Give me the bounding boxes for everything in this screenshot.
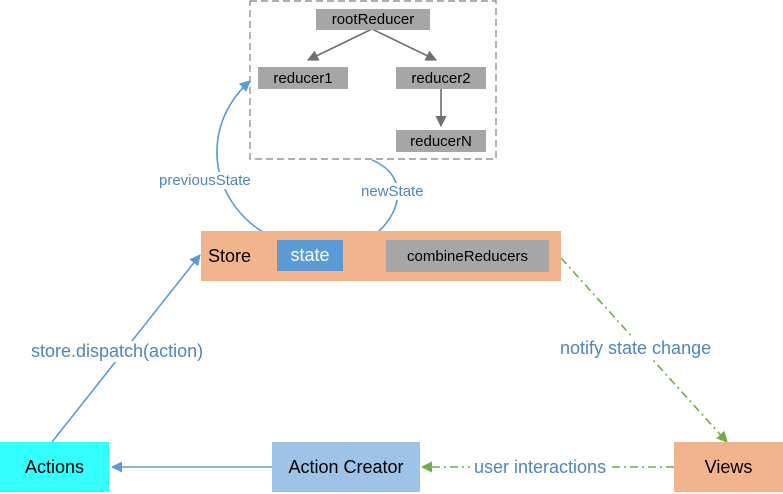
edge-root-to-reducer2	[371, 28, 438, 61]
previous-state-label: previousState	[157, 172, 253, 189]
user-interactions-label: user interactions	[470, 457, 611, 478]
store-label: Store	[208, 245, 252, 266]
reducer2-box: reducer2	[396, 67, 486, 89]
edge-previous-state	[216, 80, 286, 244]
reducerN-box: reducerN	[396, 130, 486, 152]
combine-reducers-box: combineReducers	[386, 240, 549, 272]
views-node: Views	[674, 442, 783, 492]
edge-root-to-reducer1	[306, 28, 373, 61]
state-box: state	[277, 240, 343, 271]
action-creator-node: Action Creator	[272, 442, 420, 492]
dispatch-label: store.dispatch(action)	[29, 341, 206, 362]
edge-notify	[560, 257, 728, 443]
new-state-label: newState	[359, 183, 426, 200]
root-reducer-box: rootReducer	[316, 9, 430, 30]
actions-node: Actions	[0, 442, 109, 492]
reducer1-box: reducer1	[258, 67, 348, 89]
reducer-tree-container	[249, 0, 497, 160]
notify-label: notify state change	[558, 338, 714, 359]
